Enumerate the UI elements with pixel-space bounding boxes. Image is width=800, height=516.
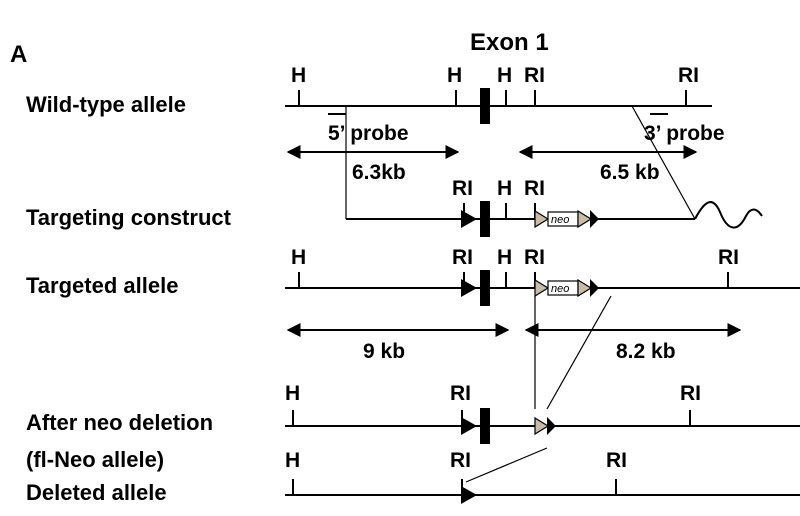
wt-hindiii-fragment-size: 6.3kb — [352, 161, 406, 184]
ta-site-h2: H — [497, 246, 512, 269]
da-site-ri2: RI — [606, 449, 627, 472]
row-label-after-neo-deletion: After neo deletion — [26, 410, 213, 435]
an-site-h1: H — [285, 382, 300, 405]
tc-neo-label: neo — [551, 214, 569, 226]
cre-deletion-connector — [465, 447, 548, 483]
an-frt-1 — [534, 416, 550, 436]
wt-exon-box — [480, 88, 490, 124]
three-prime-probe-label: 3’ probe — [644, 122, 725, 145]
wt-site-ri1: RI — [524, 64, 545, 87]
ta-neo-label: neo — [551, 283, 569, 295]
wt-site-ri2: RI — [678, 64, 699, 87]
wt-site-h2: H — [447, 64, 462, 87]
wt-site-h1: H — [291, 64, 306, 87]
an-loxp-1 — [461, 417, 477, 435]
tc-loxp-2 — [590, 210, 599, 228]
wt-site-h3: H — [497, 64, 512, 87]
ta-exon-box — [480, 270, 490, 306]
panel-label: A — [10, 41, 27, 68]
right-homology-connector — [631, 105, 696, 220]
tc-site-h1: H — [497, 177, 512, 200]
tc-site-ri2: RI — [524, 177, 545, 200]
tc-frt-1 — [534, 209, 550, 229]
an-site-ri2: RI — [680, 382, 701, 405]
ta-site-ri3: RI — [718, 246, 739, 269]
tc-exon-box — [480, 201, 490, 237]
row-label-targeting-construct: Targeting construct — [26, 205, 232, 230]
vector-backbone-squiggle — [694, 201, 763, 229]
exon-label: Exon 1 — [470, 29, 549, 56]
tc-frt-2 — [577, 209, 593, 229]
ta-frt-2 — [577, 278, 593, 298]
an-exon-box — [480, 408, 490, 444]
row-label-fl-neo-allele: (fl-Neo allele) — [26, 447, 164, 472]
wt-ecori-fragment-size: 6.5 kb — [600, 161, 660, 184]
da-loxp-1 — [461, 486, 477, 504]
tc-loxp-1 — [461, 210, 477, 228]
five-prime-probe-label: 5’ probe — [328, 122, 409, 145]
row-label-wild-type: Wild-type allele — [26, 92, 186, 117]
ta-site-h1: H — [291, 246, 306, 269]
ta-site-ri2: RI — [524, 246, 545, 269]
neo-deletion-connector-right — [546, 295, 612, 410]
ta-site-ri1: RI — [452, 246, 473, 269]
row-label-deleted-allele: Deleted allele — [26, 480, 167, 505]
ta-loxp-1 — [461, 279, 477, 297]
ta-frt-1 — [534, 278, 550, 298]
da-site-h1: H — [285, 449, 300, 472]
ta-loxp-2 — [590, 279, 599, 297]
an-loxp-2 — [547, 417, 556, 435]
tc-site-ri1: RI — [452, 177, 473, 200]
da-site-ri1: RI — [450, 449, 471, 472]
ta-ecori-fragment-size: 8.2 kb — [616, 340, 676, 363]
an-site-ri1: RI — [450, 382, 471, 405]
row-label-targeted-allele: Targeted allele — [26, 273, 178, 298]
ta-hindiii-fragment-size: 9 kb — [363, 340, 405, 363]
